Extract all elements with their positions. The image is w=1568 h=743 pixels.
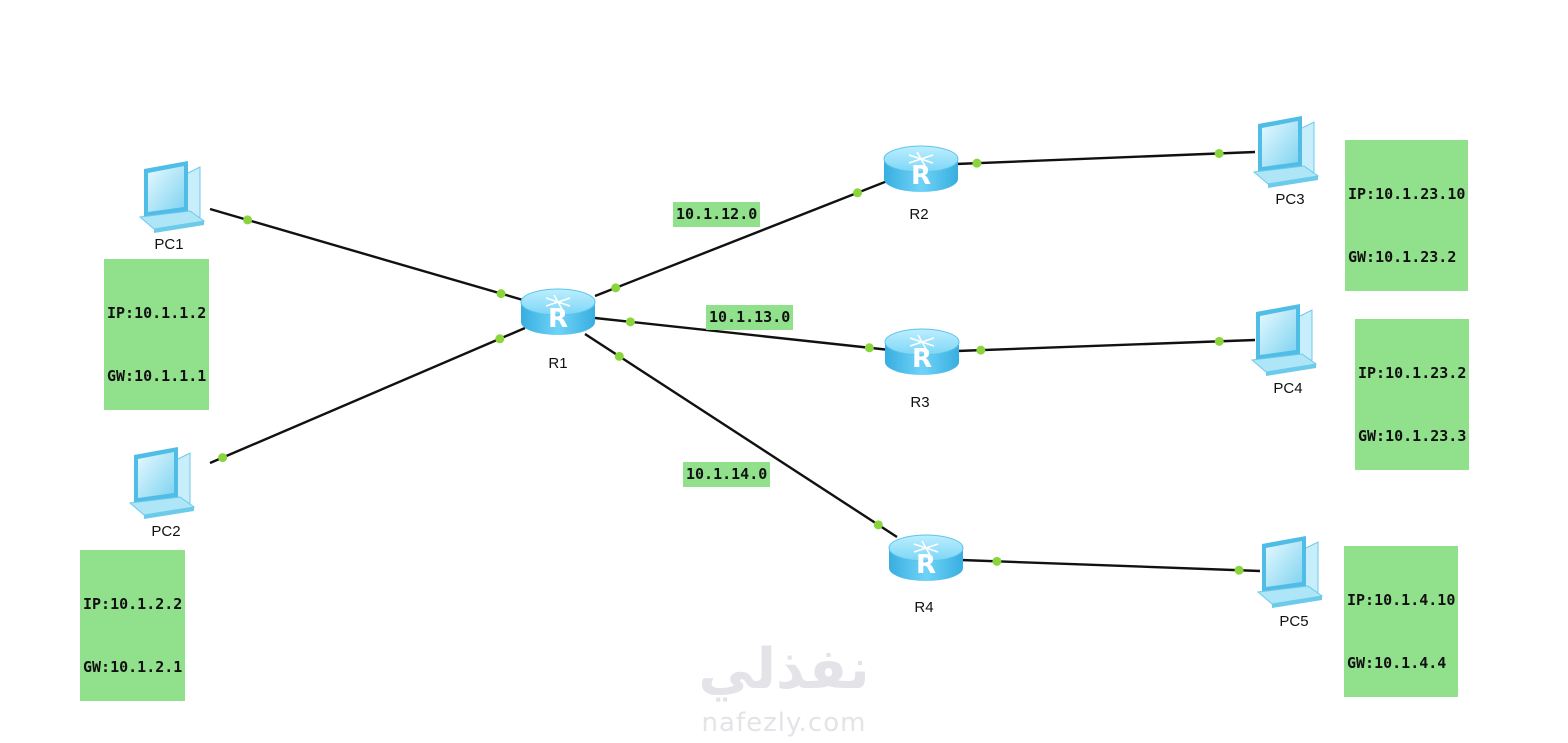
pc-pc2-icon[interactable] xyxy=(129,446,195,520)
port-dot-r1-r2-a xyxy=(611,283,621,293)
router-r2[interactable] xyxy=(883,145,959,193)
pc1-address-label: IP:10.1.1.2 GW:10.1.1.1 xyxy=(104,259,210,410)
network-label-r1-r3: 10.1.13.0 xyxy=(706,305,794,330)
pc1-name: PC1 xyxy=(154,236,184,253)
port-dot-r1-r3-b xyxy=(864,343,874,353)
pc5-name: PC5 xyxy=(1279,613,1309,630)
pc2-gw: GW:10.1.2.1 xyxy=(83,658,183,676)
router-r3[interactable] xyxy=(884,328,960,376)
port-dot-r1-r3-a xyxy=(625,317,635,327)
pc3-ip: IP:10.1.23.10 xyxy=(1348,185,1466,203)
link-r2-pc3[interactable] xyxy=(955,150,1256,166)
pc3-gw: GW:10.1.23.2 xyxy=(1348,248,1457,266)
port-dot-r1-r2-b xyxy=(853,188,863,198)
port-dot-r4-pc5-b xyxy=(1234,565,1244,575)
pc4-ip: IP:10.1.23.2 xyxy=(1358,364,1467,382)
pc-pc3-icon[interactable] xyxy=(1253,115,1319,189)
pc2-name: PC2 xyxy=(151,523,181,540)
port-dots-layer xyxy=(218,148,1244,575)
link-r4-pc5[interactable] xyxy=(960,558,1261,573)
link-pc1-r1[interactable] xyxy=(209,207,524,302)
watermark-latin: nafezly.com xyxy=(701,708,867,738)
link-r1-r3[interactable] xyxy=(594,316,891,352)
pc5-ip: IP:10.1.4.10 xyxy=(1347,591,1456,609)
port-dot-r2-pc3-b xyxy=(1214,148,1224,158)
pc-pc5-icon[interactable] xyxy=(1257,535,1323,609)
port-dot-r1-r4-b xyxy=(873,520,883,530)
network-label-r1-r4: 10.1.14.0 xyxy=(683,462,771,487)
pc1-ip: IP:10.1.1.2 xyxy=(107,304,207,322)
pc3-name: PC3 xyxy=(1275,191,1305,208)
pc3-address-label: IP:10.1.23.10 GW:10.1.23.2 xyxy=(1345,140,1469,291)
port-dot-pc2-r1-a xyxy=(218,453,228,463)
pc5-gw: GW:10.1.4.4 xyxy=(1347,654,1447,672)
pc4-name: PC4 xyxy=(1273,380,1303,397)
pc2-ip: IP:10.1.2.2 xyxy=(83,595,183,613)
watermark-arabic: نفذلي xyxy=(698,637,870,702)
pc4-address-label: IP:10.1.23.2 GW:10.1.23.3 xyxy=(1355,319,1470,470)
pc-pc1-icon[interactable] xyxy=(139,160,205,234)
port-dot-pc1-r1-a xyxy=(243,215,253,225)
links-layer xyxy=(209,150,1261,573)
link-r1-r4[interactable] xyxy=(584,332,898,539)
port-dot-pc2-r1-b xyxy=(495,334,505,344)
port-dot-r1-r4-a xyxy=(614,351,624,361)
pc2-address-label: IP:10.1.2.2 GW:10.1.2.1 xyxy=(80,550,186,701)
pc4-gw: GW:10.1.23.3 xyxy=(1358,427,1467,445)
port-dot-r3-pc4-b xyxy=(1214,336,1224,346)
router-r1[interactable] xyxy=(520,288,596,336)
pc-pc4-icon[interactable] xyxy=(1251,303,1317,377)
pc1-gw: GW:10.1.1.1 xyxy=(107,367,207,385)
router-r4[interactable] xyxy=(888,534,964,582)
link-pc2-r1[interactable] xyxy=(209,326,526,465)
r3-name: R3 xyxy=(910,394,930,411)
pc5-address-label: IP:10.1.4.10 GW:10.1.4.4 xyxy=(1344,546,1459,697)
port-dot-r3-pc4-a xyxy=(976,345,986,355)
port-dot-r4-pc5-a xyxy=(992,556,1002,566)
link-r1-r2[interactable] xyxy=(594,178,891,298)
r4-name: R4 xyxy=(914,599,934,616)
r2-name: R2 xyxy=(909,206,929,223)
link-r3-pc4[interactable] xyxy=(956,338,1256,353)
port-dot-r2-pc3-a xyxy=(972,158,982,168)
network-label-r1-r2: 10.1.12.0 xyxy=(673,202,761,227)
r1-name: R1 xyxy=(548,355,568,372)
port-dot-pc1-r1-b xyxy=(496,289,506,299)
